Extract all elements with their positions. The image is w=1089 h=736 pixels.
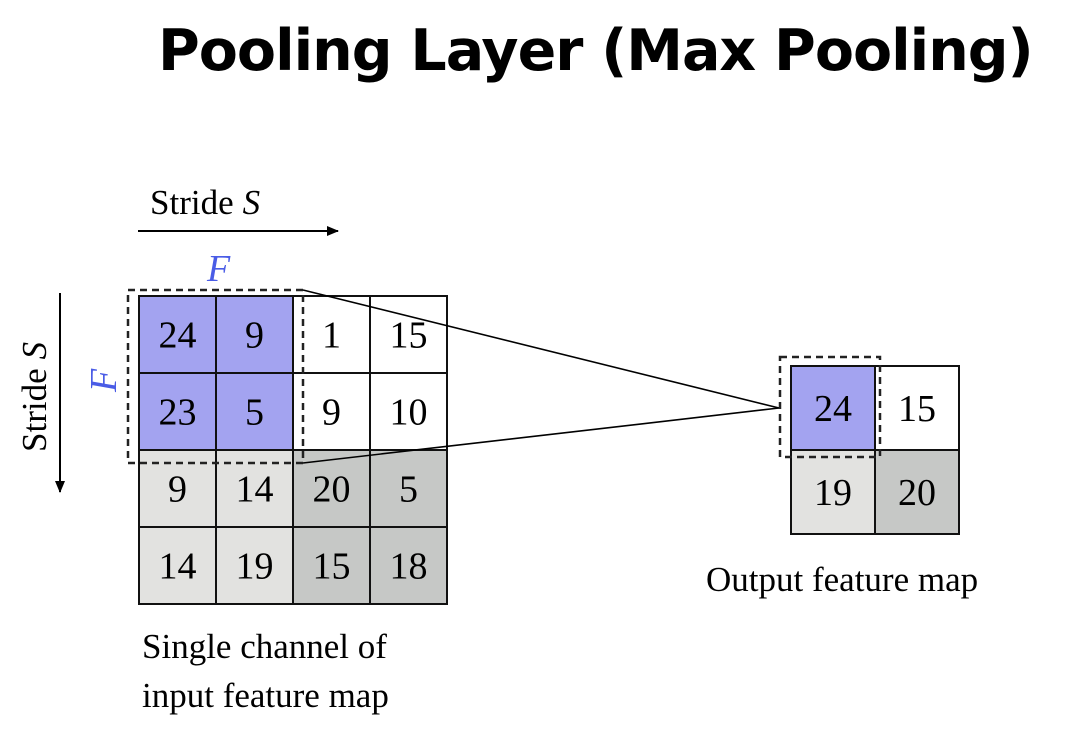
output-cell-1-1: [874, 449, 960, 535]
output-cell-1-0: [790, 449, 876, 535]
input-cell-value-2-3: 5: [399, 469, 418, 511]
input-cell-1-2: [292, 372, 371, 451]
output-cell-value-0-1: 15: [898, 388, 936, 430]
filter-width-label: F: [206, 248, 231, 290]
input-cell-value-1-3: 10: [390, 392, 428, 434]
input-caption-line2: input feature map: [142, 676, 389, 715]
input-cell-value-2-1: 14: [236, 469, 274, 511]
input-cell-value-0-1: 9: [245, 315, 264, 357]
input-cell-value-0-3: 15: [390, 315, 428, 357]
input-caption-line1: Single channel of: [142, 627, 387, 666]
horizontal-stride-word: Stride: [150, 183, 234, 222]
page-title: Pooling Layer (Max Pooling): [158, 18, 1034, 84]
input-feature-map-grid: 24 9 1 15 23 5 9 10 9 14 20 5 14 19 15 18: [138, 295, 448, 605]
input-cell-value-1-0: 23: [159, 392, 197, 434]
projection-line-bottom: [302, 407, 780, 464]
output-cell-0-1: [874, 365, 960, 451]
input-cell-3-3: [369, 526, 448, 605]
output-cell-value-0-0: 24: [814, 388, 852, 430]
output-caption: Output feature map: [706, 560, 978, 599]
vertical-stride-text: Stride S: [15, 342, 54, 452]
input-cell-value-1-2: 9: [322, 392, 341, 434]
output-cell-0-0: [790, 365, 876, 451]
output-cell-value-1-0: 19: [814, 472, 852, 514]
filter-height-label: F: [83, 368, 125, 393]
input-cell-value-0-2: 1: [322, 315, 341, 357]
output-feature-map-grid: 24 15 19 20: [790, 365, 960, 535]
vertical-stride-label: Stride S: [15, 293, 65, 493]
input-cell-1-3: [369, 372, 448, 451]
input-cell-0-3: [369, 295, 448, 374]
input-cell-1-0: [138, 372, 217, 451]
input-cell-value-3-0: 14: [159, 546, 197, 588]
input-cell-value-2-2: 20: [313, 469, 351, 511]
vertical-stride-word: Stride: [15, 368, 54, 452]
output-cell-value-1-1: 20: [898, 472, 936, 514]
input-cell-value-3-3: 18: [390, 546, 428, 588]
input-cell-2-3: [369, 449, 448, 528]
input-cell-value-0-0: 24: [159, 315, 197, 357]
input-cell-value-3-2: 15: [313, 546, 351, 588]
input-cell-value-1-1: 5: [245, 392, 264, 434]
input-cell-3-0: [138, 526, 217, 605]
horizontal-stride-var: S: [243, 183, 261, 222]
input-cell-value-3-1: 19: [236, 546, 274, 588]
pooling-window: [126, 288, 305, 465]
projection-line-top: [302, 289, 780, 409]
output-max-window: [778, 355, 882, 459]
input-cell-0-2: [292, 295, 371, 374]
input-cell-0-0: [138, 295, 217, 374]
vertical-stride-var: S: [15, 342, 54, 360]
input-cell-3-2: [292, 526, 371, 605]
input-cell-value-2-0: 9: [168, 469, 187, 511]
